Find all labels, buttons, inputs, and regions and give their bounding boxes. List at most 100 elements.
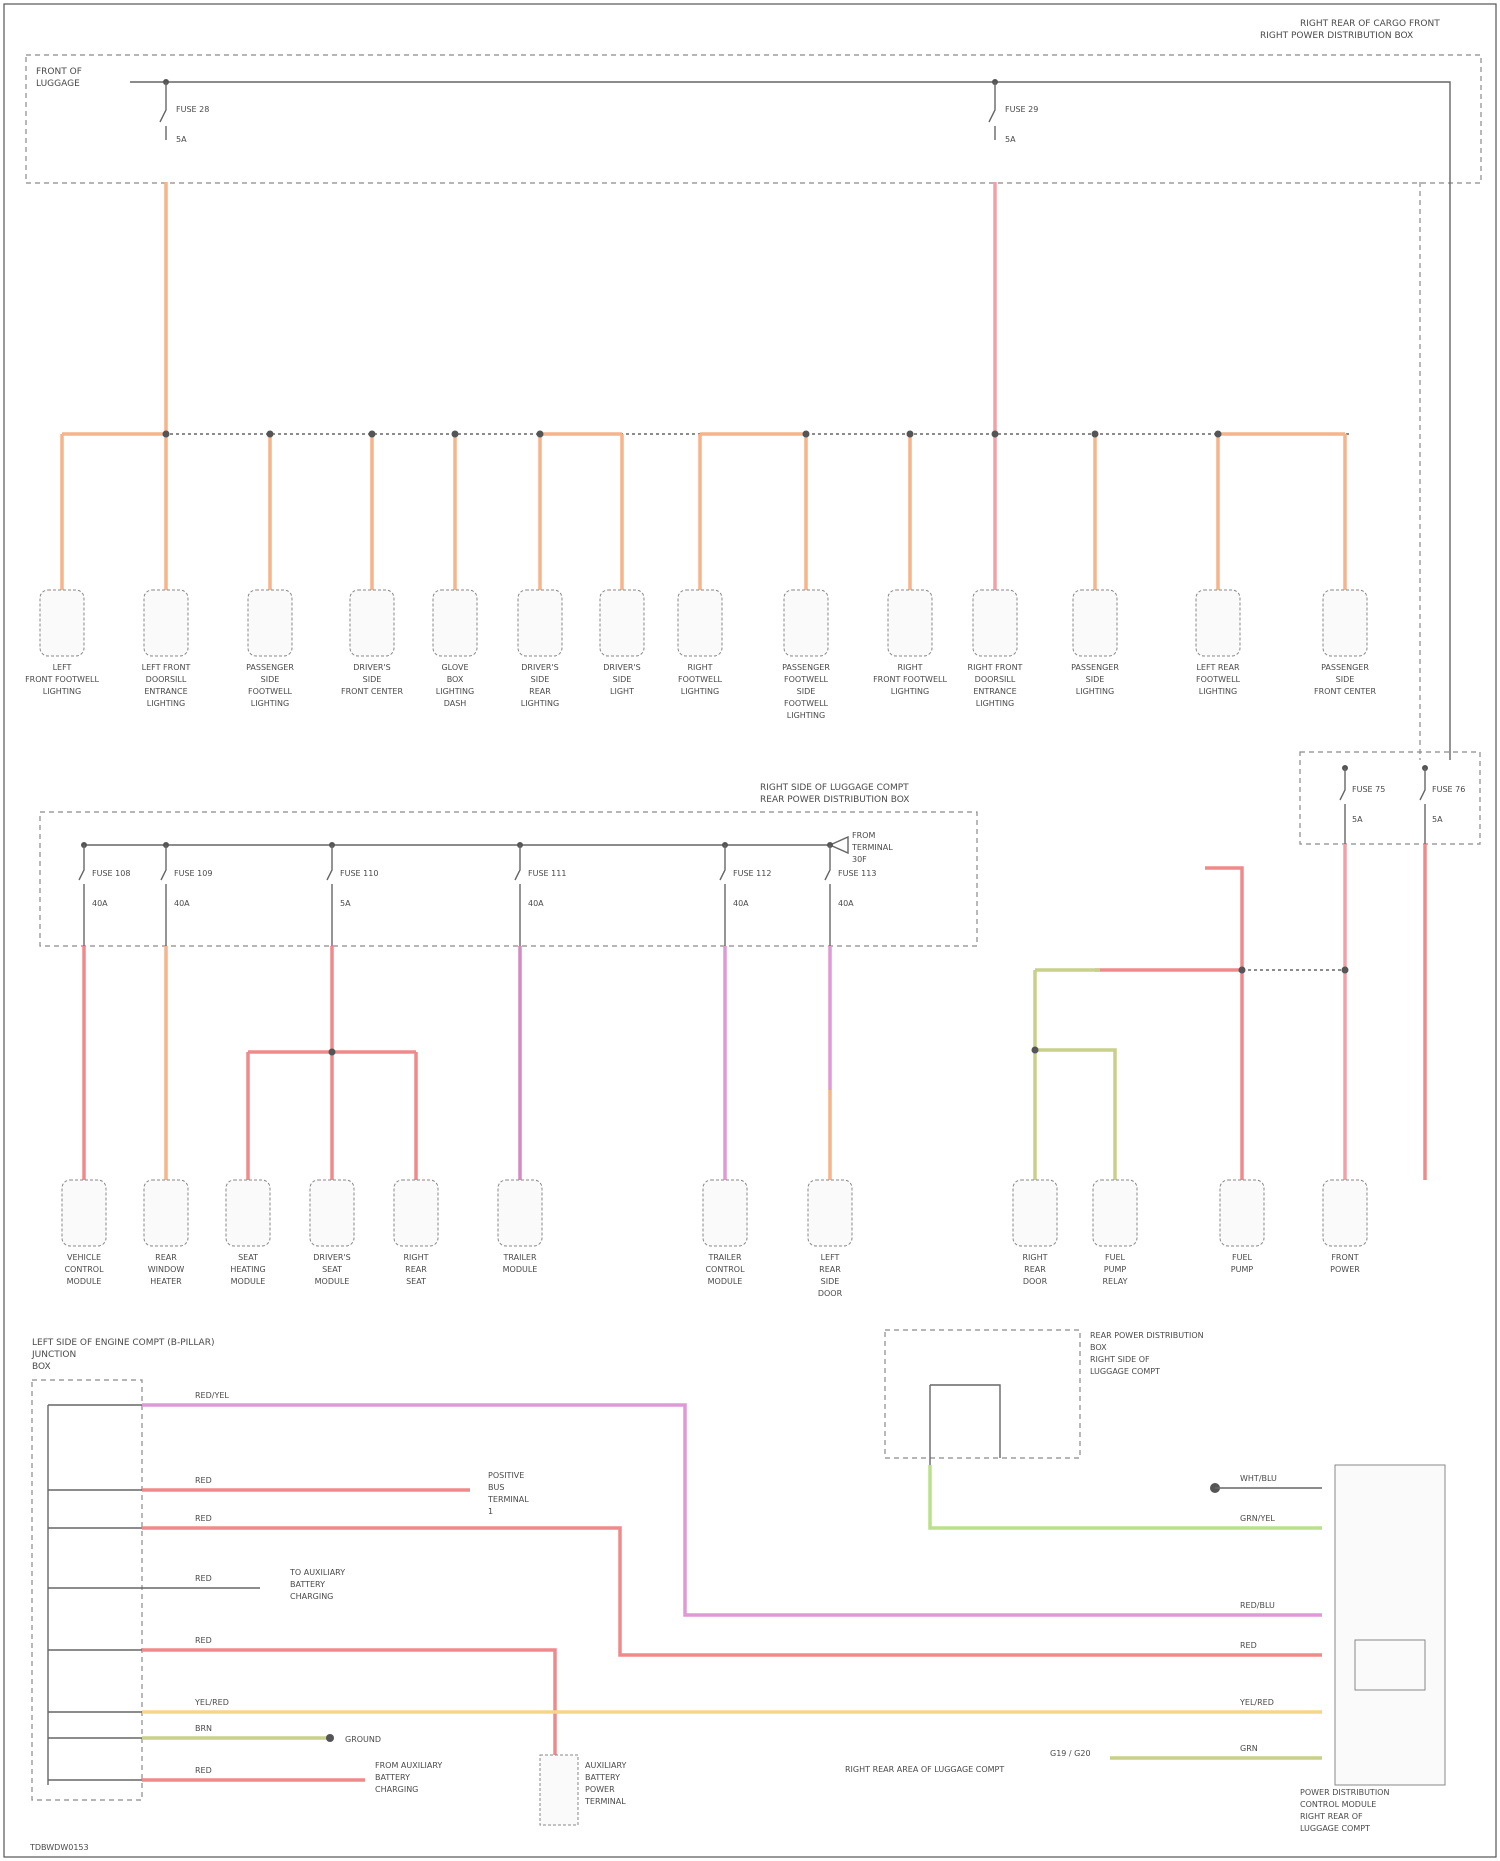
row1-component-label: LIGHT	[610, 687, 634, 696]
mid-header-1: RIGHT SIDE OF LUGGAGE COMPT	[760, 783, 909, 793]
mid-fuse-rating: 5A	[340, 899, 351, 908]
row2-component-label: CONTROL	[705, 1265, 745, 1274]
row1-component-label: SIDE	[613, 675, 632, 684]
svg-text:FROM: FROM	[852, 831, 875, 840]
svg-text:CHARGING: CHARGING	[290, 1592, 333, 1601]
svg-text:TERMINAL: TERMINAL	[851, 843, 893, 852]
row1-component-label: DRIVER'S	[603, 663, 640, 672]
row2-component-label: DOOR	[818, 1289, 843, 1298]
row2-component-label: TRAILER	[502, 1253, 536, 1262]
row1-component-label: LEFT	[53, 663, 72, 672]
row1-component-label: LIGHTING	[1076, 687, 1114, 696]
row2-component-label: LEFT	[821, 1253, 840, 1262]
row2-component-label: WINDOW	[148, 1265, 185, 1274]
svg-text:YEL/RED: YEL/RED	[1239, 1698, 1274, 1707]
rpdb-box	[885, 1330, 1080, 1458]
row2-component-label: CONTROL	[64, 1265, 104, 1274]
row1-component-label: PASSENGER	[782, 663, 830, 672]
mid-fuse-rating: 40A	[528, 899, 544, 908]
mid-fuse-name: FUSE 113	[838, 869, 876, 878]
row1-component-label: LIGHTING	[787, 711, 825, 720]
svg-text:YEL/RED: YEL/RED	[194, 1698, 229, 1707]
row2-component: TRAILERCONTROLMODULE	[703, 1180, 747, 1286]
row2-component-label: PUMP	[1104, 1265, 1127, 1274]
svg-text:CHARGING: CHARGING	[375, 1785, 418, 1794]
bottom-left-header-3: BOX	[32, 1362, 51, 1372]
row1-component: RIGHTFOOTWELLLIGHTING	[678, 590, 723, 696]
row1-component-label: FOOTWELL	[784, 699, 829, 708]
svg-text:RED: RED	[195, 1476, 212, 1485]
row2-component-label: SIDE	[821, 1277, 840, 1286]
svg-text:AUXILIARY: AUXILIARY	[585, 1761, 627, 1770]
row1-component-label: LEFT FRONT	[142, 663, 191, 672]
top-left-header-2: LUGGAGE	[36, 79, 80, 89]
svg-text:LUGGAGE COMPT: LUGGAGE COMPT	[1090, 1367, 1160, 1376]
row2-component-label: SEAT	[406, 1277, 426, 1286]
bottom-ref-1: POSITIVE BUS TERMINAL 1	[487, 1471, 529, 1516]
row1-component-label: LEFT REAR	[1196, 663, 1239, 672]
svg-text:RED/YEL: RED/YEL	[195, 1391, 229, 1400]
row1-component-label: GLOVE	[441, 663, 468, 672]
row1-component-label: LIGHTING	[891, 687, 929, 696]
svg-text:5A: 5A	[1352, 815, 1363, 824]
row1-component-label: DOORSILL	[146, 675, 187, 684]
right-fuse-box	[1300, 752, 1480, 844]
row2-component-label: FUEL	[1232, 1253, 1253, 1262]
svg-text:BRN: BRN	[195, 1724, 212, 1733]
svg-text:BATTERY: BATTERY	[585, 1773, 620, 1782]
mid-fuse-name: FUSE 112	[733, 869, 771, 878]
fuse-28: FUSE 28 5A	[160, 79, 209, 144]
power-dist-control-module	[1335, 1465, 1445, 1785]
row1-component: RIGHT FRONTDOORSILLENTRANCELIGHTING	[968, 590, 1023, 708]
row1-component: PASSENGERSIDEFRONT CENTER	[1314, 590, 1376, 696]
rpdb-labels: REAR POWER DISTRIBUTION BOX RIGHT SIDE O…	[1090, 1331, 1204, 1376]
row1-component-label: DRIVER'S	[521, 663, 558, 672]
ground-location: RIGHT REAR AREA OF LUGGAGE COMPT	[845, 1765, 1004, 1774]
row1-component: PASSENGERSIDEFOOTWELLLIGHTING	[246, 590, 294, 708]
svg-text:CONTROL MODULE: CONTROL MODULE	[1300, 1800, 1376, 1809]
row2-component-label: VEHICLE	[67, 1253, 101, 1262]
row2-component-label: REAR	[155, 1253, 177, 1262]
row1-component-label: SIDE	[363, 675, 382, 684]
module-labels: POWER DISTRIBUTION CONTROL MODULE RIGHT …	[1300, 1788, 1389, 1833]
top-right-header-2: RIGHT POWER DISTRIBUTION BOX	[1260, 31, 1413, 41]
top-left-header-1: FRONT OF	[36, 67, 82, 77]
row2-component-label: RELAY	[1103, 1277, 1128, 1286]
row1-component-label: DRIVER'S	[353, 663, 390, 672]
row2-component: RIGHTREARDOOR	[1013, 1180, 1057, 1286]
fuse-29: FUSE 29 5A	[989, 79, 1038, 144]
row2-component-label: PUMP	[1231, 1265, 1254, 1274]
row1-component-label: FRONT CENTER	[341, 687, 403, 696]
row1-component-label: SIDE	[797, 687, 816, 696]
row1-component-label: ENTRANCE	[973, 687, 1016, 696]
svg-text:FROM AUXILIARY: FROM AUXILIARY	[375, 1761, 442, 1770]
svg-text:FUSE 75: FUSE 75	[1352, 785, 1385, 794]
row1-component-label: LIGHTING	[251, 699, 289, 708]
mid-header-2: REAR POWER DISTRIBUTION BOX	[760, 795, 909, 805]
row1-component-label: DOORSILL	[975, 675, 1016, 684]
row1-component-label: FRONT CENTER	[1314, 687, 1376, 696]
mid-fuse-name: FUSE 111	[528, 869, 566, 878]
row1-branches	[62, 434, 1345, 590]
mid-fuse: FUSE 111 40A	[515, 842, 566, 946]
aux-battery-terminal: AUXILIARY BATTERY POWER TERMINAL	[540, 1755, 627, 1825]
svg-text:TERMINAL: TERMINAL	[487, 1495, 529, 1504]
row2-component-label: REAR	[819, 1265, 841, 1274]
svg-text:POSITIVE: POSITIVE	[488, 1471, 524, 1480]
svg-text:RED/BLU: RED/BLU	[1240, 1601, 1275, 1610]
row2-component: FRONTPOWER	[1323, 1180, 1367, 1274]
row1-component-label: LIGHTING	[1199, 687, 1237, 696]
mid-fuse-name: FUSE 110	[340, 869, 378, 878]
row1-component-label: LIGHTING	[43, 687, 81, 696]
svg-text:WHT/BLU: WHT/BLU	[1240, 1474, 1277, 1483]
svg-text:RED: RED	[195, 1574, 212, 1583]
rpdb-internal	[930, 1385, 1000, 1465]
row1-component-label: SIDE	[1086, 675, 1105, 684]
footer-code: TDBWDW0153	[29, 1843, 89, 1852]
svg-text:BATTERY: BATTERY	[375, 1773, 410, 1782]
row2-wires	[84, 946, 830, 1180]
svg-text:TO AUXILIARY: TO AUXILIARY	[289, 1568, 345, 1577]
